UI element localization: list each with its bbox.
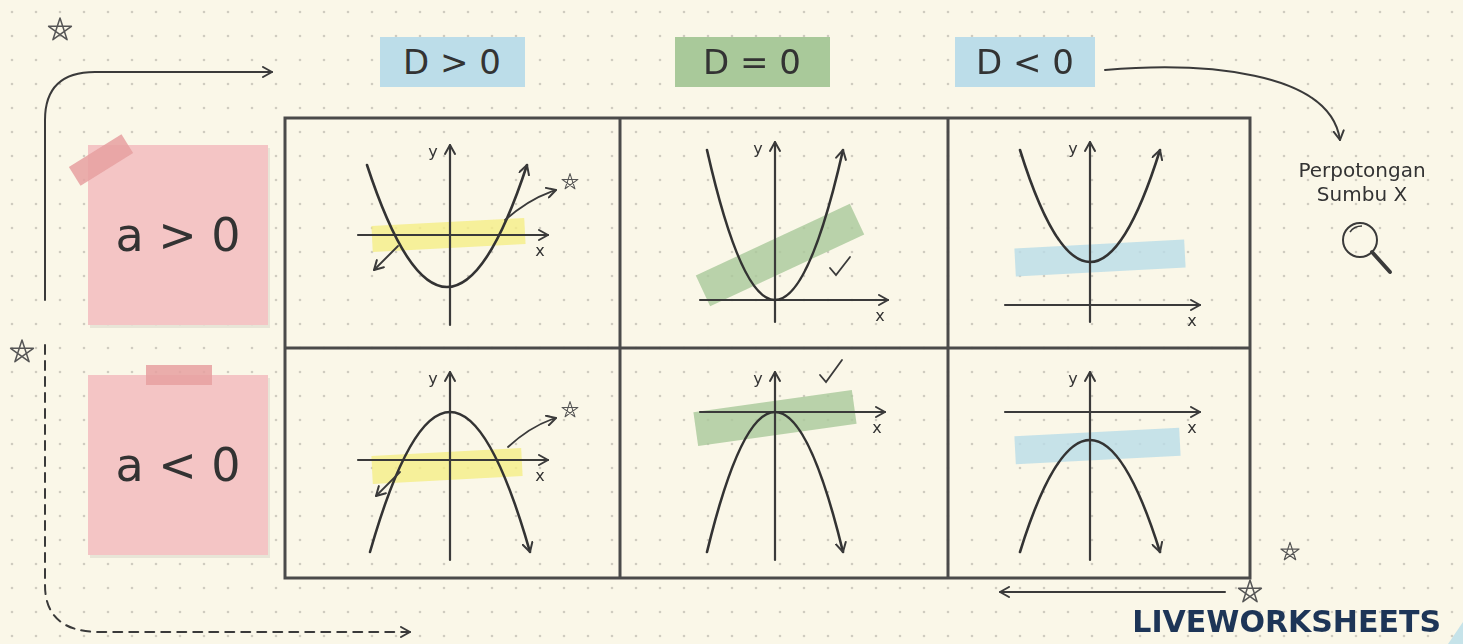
magnifier-icon (1343, 223, 1390, 272)
axis-label: x (535, 466, 544, 485)
axis-label: y (428, 142, 437, 161)
corner-stripe (1448, 622, 1463, 644)
annotation: Perpotongan Sumbu X (1277, 158, 1447, 206)
axis-label: x (872, 418, 881, 437)
column-header-tape: D > 0 (380, 37, 525, 87)
axis-label: x (535, 241, 544, 260)
axis-label: x (1187, 418, 1196, 437)
axis-label: y (1068, 139, 1077, 158)
node-text: D < 0 (976, 42, 1074, 82)
axis-label: y (428, 369, 437, 388)
axis-label: y (753, 139, 762, 158)
node-text: a > 0 (115, 208, 240, 262)
table-grid (285, 118, 1250, 578)
frame-arrows (45, 67, 1340, 632)
note-tape (146, 365, 212, 385)
watermark: LIVEWORKSHEETS (1132, 604, 1441, 640)
axis-label: y (753, 369, 762, 388)
row-header-note: a < 0 (88, 375, 268, 555)
axes (358, 142, 1200, 560)
pointer-arrows (374, 190, 850, 496)
parabolas (367, 150, 1160, 552)
row-header-note: a > 0 (88, 145, 268, 325)
column-header-tape: D = 0 (675, 37, 830, 87)
node-text: D > 0 (403, 42, 501, 82)
node-text: D = 0 (703, 42, 801, 82)
node-text: a < 0 (115, 438, 240, 492)
stars (11, 18, 1300, 602)
column-header-tape: D < 0 (955, 37, 1095, 87)
axis-label: x (875, 306, 884, 325)
axis-label: y (1068, 369, 1077, 388)
axis-label: x (1187, 311, 1196, 330)
